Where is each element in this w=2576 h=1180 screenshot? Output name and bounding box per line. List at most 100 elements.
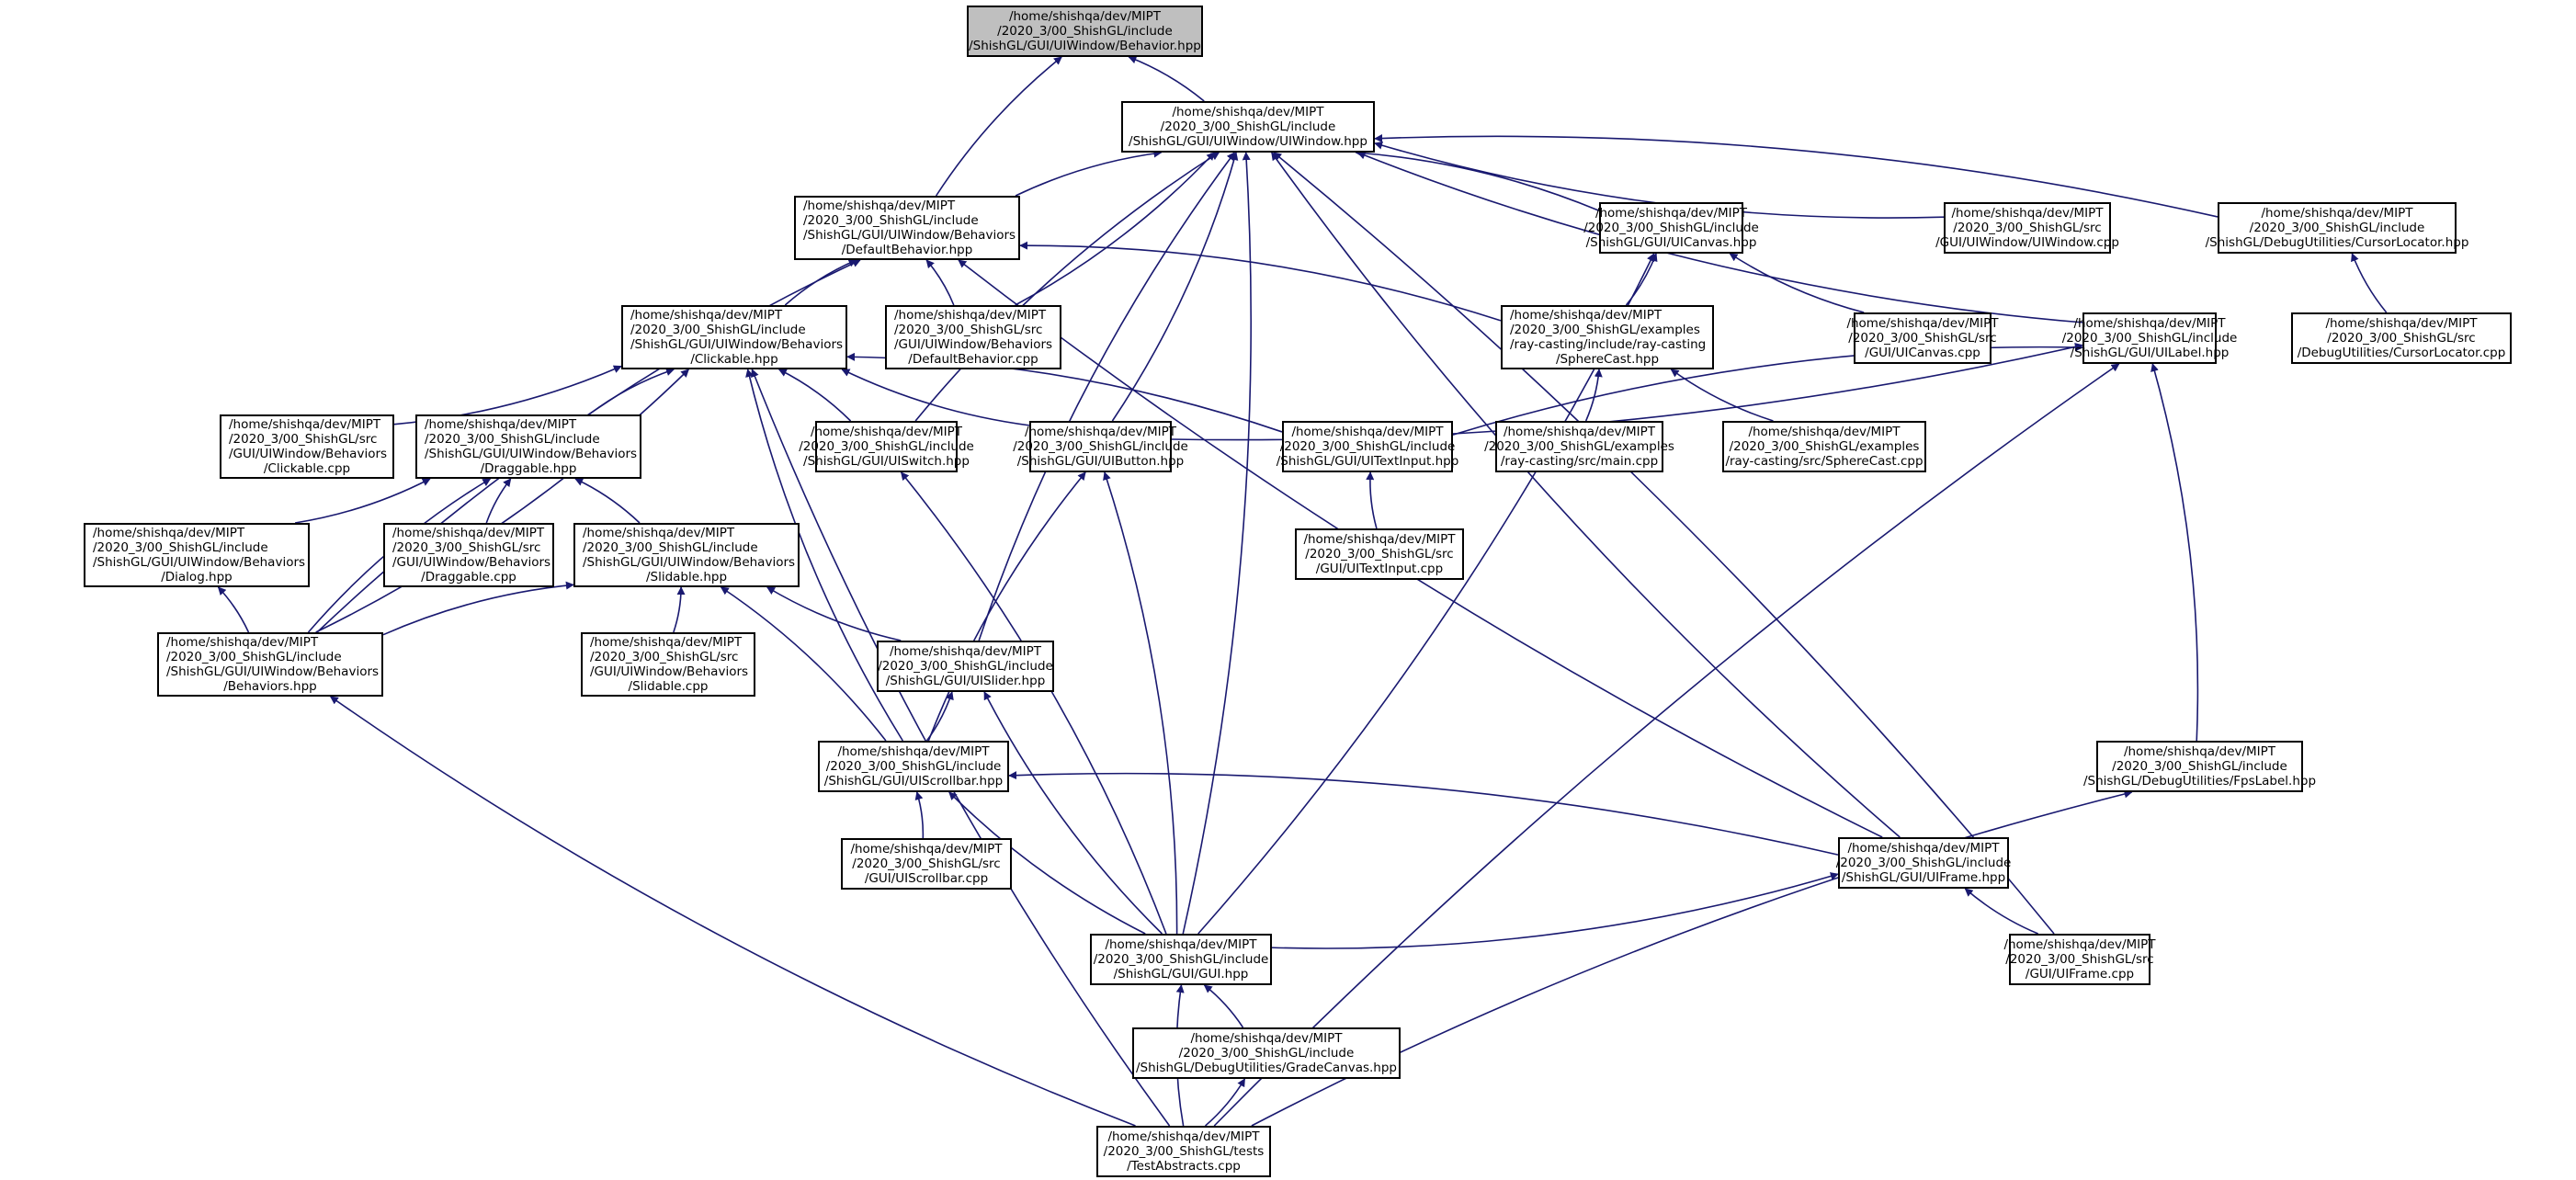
graph-node-uiscrollbar-hpp[interactable]: /home/shishqa/dev/MIPT/2020_3/00_ShishGL…: [818, 741, 1009, 792]
node-label-line: /SphereCast.hpp: [1555, 352, 1660, 367]
graph-node-gui-hpp[interactable]: /home/shishqa/dev/MIPT/2020_3/00_ShishGL…: [1090, 934, 1272, 985]
edge-slidable-cpp-to-slidable-hpp: [673, 586, 686, 633]
graph-node-behaviors-hpp[interactable]: /home/shishqa/dev/MIPT/2020_3/00_ShishGL…: [157, 632, 383, 697]
edge-defaultbehavior-hpp-to-uiwindow-hpp: [1015, 149, 1163, 197]
edge-uiscrollbar-hpp-to-slidable-hpp: [720, 586, 887, 742]
node-label-line: /home/shishqa/dev/MIPT: [803, 199, 956, 213]
graph-node-uitextinput-cpp[interactable]: /home/shishqa/dev/MIPT/2020_3/00_ShishGL…: [1295, 528, 1464, 580]
edge-testabstracts-cpp-to-behaviors-hpp: [329, 696, 1136, 1127]
node-label-line: /2020_3/00_ShishGL/include: [825, 759, 1002, 774]
node-label-line: /home/shishqa/dev/MIPT: [810, 425, 963, 439]
node-label-line: /ShishGL/GUI/UISlider.hpp: [885, 674, 1046, 688]
graph-node-uiswitch-hpp[interactable]: /home/shishqa/dev/MIPT/2020_3/00_ShishGL…: [799, 421, 974, 472]
graph-node-uibutton-hpp[interactable]: /home/shishqa/dev/MIPT/2020_3/00_ShishGL…: [1013, 421, 1188, 472]
node-label-line: /home/shishqa/dev/MIPT: [1748, 425, 1901, 439]
node-label-line: /2020_3/00_ShishGL/include: [2112, 759, 2287, 774]
node-label-line: /home/shishqa/dev/MIPT: [1951, 206, 2104, 221]
node-label-line: /2020_3/00_ShishGL/include: [583, 540, 758, 555]
graph-node-spherecast-cpp[interactable]: /home/shishqa/dev/MIPT/2020_3/00_ShishGL…: [1722, 421, 1926, 472]
node-label-line: /home/shishqa/dev/MIPT: [1503, 425, 1656, 439]
edge-cursorlocator-cpp-to-cursorlocator-hpp: [2351, 253, 2388, 313]
node-label-line: /ray-casting/src/main.cpp: [1500, 454, 1659, 469]
graph-node-draggable-hpp[interactable]: /home/shishqa/dev/MIPT/2020_3/00_ShishGL…: [415, 414, 641, 479]
node-label-line: /home/shishqa/dev/MIPT: [166, 635, 319, 650]
node-label-line: /GUI/UIScrollbar.cpp: [864, 871, 989, 886]
graph-node-slidable-hpp[interactable]: /home/shishqa/dev/MIPT/2020_3/00_ShishGL…: [573, 523, 800, 587]
node-label-line: /ShishGL/DebugUtilities/FpsLabel.hpp: [2082, 774, 2317, 789]
node-label-line: /2020_3/00_ShishGL/include: [1013, 439, 1188, 454]
node-label-line: /ray-casting/include/ray-casting: [1510, 337, 1707, 352]
node-label-line: /2020_3/00_ShishGL/examples: [1510, 323, 1700, 337]
graph-node-gradecanvas-hpp[interactable]: /home/shishqa/dev/MIPT/2020_3/00_ShishGL…: [1132, 1027, 1401, 1079]
graph-node-uiframe-hpp[interactable]: /home/shishqa/dev/MIPT/2020_3/00_ShishGL…: [1836, 837, 2011, 889]
node-label-line: /ShishGL/GUI/UIWindow/Behaviors: [166, 664, 380, 679]
node-label-line: /DefaultBehavior.hpp: [841, 243, 973, 257]
graph-node-draggable-cpp[interactable]: /home/shishqa/dev/MIPT/2020_3/00_ShishGL…: [383, 523, 554, 587]
node-label-line: /DebugUtilities/CursorLocator.cpp: [2297, 346, 2506, 360]
graph-node-defaultbehavior-hpp[interactable]: /home/shishqa/dev/MIPT/2020_3/00_ShishGL…: [794, 196, 1020, 260]
graph-node-uilabel-hpp[interactable]: /home/shishqa/dev/MIPT/2020_3/00_ShishGL…: [2062, 312, 2237, 364]
graph-node-spherecast-hpp[interactable]: /home/shishqa/dev/MIPT/2020_3/00_ShishGL…: [1501, 305, 1714, 369]
edge-draggable-cpp-to-draggable-hpp: [485, 478, 512, 524]
node-label-line: /2020_3/00_ShishGL/include: [166, 650, 342, 664]
edge-slidable-hpp-to-draggable-hpp: [574, 478, 641, 524]
node-label-line: /2020_3/00_ShishGL/src: [2005, 952, 2154, 967]
graph-node-behavior[interactable]: /home/shishqa/dev/MIPT/2020_3/00_ShishGL…: [967, 6, 1203, 57]
node-label-line: /ShishGL/DebugUtilities/CursorLocator.hp…: [2205, 235, 2469, 250]
node-label-line: /2020_3/00_ShishGL/include: [1093, 952, 1269, 967]
node-label-line: /2020_3/00_ShishGL/src: [2327, 331, 2476, 346]
graph-node-cursorlocator-cpp[interactable]: /home/shishqa/dev/MIPT/2020_3/00_ShishGL…: [2291, 312, 2512, 364]
graph-node-cursorlocator-hpp[interactable]: /home/shishqa/dev/MIPT/2020_3/00_ShishGL…: [2206, 202, 2468, 254]
graph-node-main-cpp[interactable]: /home/shishqa/dev/MIPT/2020_3/00_ShishGL…: [1484, 421, 1674, 472]
graph-node-uiwindow-cpp[interactable]: /home/shishqa/dev/MIPT/2020_3/00_ShishGL…: [1935, 202, 2119, 254]
node-label-line: /2020_3/00_ShishGL/include: [803, 213, 979, 228]
graph-node-uicanvas-cpp[interactable]: /home/shishqa/dev/MIPT/2020_3/00_ShishGL…: [1846, 312, 1999, 364]
edge-uiscrollbar-hpp-to-uibutton-hpp: [927, 471, 1086, 742]
node-label-line: /2020_3/00_ShishGL/src: [590, 650, 739, 664]
node-label-line: /GUI/UIWindow/UIWindow.cpp: [1935, 235, 2119, 250]
edge-gui-hpp-to-uislider-hpp: [983, 691, 1163, 935]
node-label-line: /home/shishqa/dev/MIPT: [590, 635, 743, 650]
node-label-line: /ShishGL/GUI/UIWindow/Behaviors: [93, 555, 306, 570]
graph-node-uicanvas-hpp[interactable]: /home/shishqa/dev/MIPT/2020_3/00_ShishGL…: [1583, 202, 1759, 254]
node-label-line: /home/shishqa/dev/MIPT: [1847, 841, 2000, 856]
node-label-line: /GUI/UIWindow/Behaviors: [229, 447, 388, 461]
node-label-line: /2020_3/00_ShishGL/include: [1160, 119, 1336, 134]
graph-node-uitextinput-hpp[interactable]: /home/shishqa/dev/MIPT/2020_3/00_ShishGL…: [1277, 421, 1458, 472]
node-label-line: /home/shishqa/dev/MIPT: [850, 842, 1003, 857]
node-label-line: /2020_3/00_ShishGL/tests: [1103, 1144, 1265, 1159]
edge-uiscrollbar-cpp-to-uiscrollbar-hpp: [914, 791, 925, 839]
graph-node-fpslabel-hpp[interactable]: /home/shishqa/dev/MIPT/2020_3/00_ShishGL…: [2083, 741, 2316, 792]
node-label-line: /ShishGL/GUI/UIWindow/Behavior.hpp: [969, 39, 1201, 53]
graph-node-clickable-hpp[interactable]: /home/shishqa/dev/MIPT/2020_3/00_ShishGL…: [621, 305, 847, 369]
node-label-line: /home/shishqa/dev/MIPT: [1846, 316, 1999, 331]
node-label-line: /GUI/UICanvas.cpp: [1865, 346, 1980, 360]
graph-node-uiframe-cpp[interactable]: /home/shishqa/dev/MIPT/2020_3/00_ShishGL…: [2003, 934, 2156, 985]
node-label-line: /2020_3/00_ShishGL/include: [1178, 1046, 1355, 1061]
node-label-line: /Dialog.hpp: [161, 570, 233, 584]
edge-uicanvas-hpp-to-uiwindow-hpp: [1355, 149, 1600, 211]
edge-uiframe-cpp-to-uiframe-hpp: [1964, 888, 2038, 935]
graph-node-uislider-hpp[interactable]: /home/shishqa/dev/MIPT/2020_3/00_ShishGL…: [877, 641, 1054, 692]
node-label-line: /home/shishqa/dev/MIPT: [1172, 105, 1324, 119]
node-label-line: /ShishGL/GUI/UITextInput.hpp: [1276, 454, 1459, 469]
edge-uislider-hpp-to-uiwindow-hpp: [978, 152, 1235, 641]
graph-node-defaultbehavior-cpp[interactable]: /home/shishqa/dev/MIPT/2020_3/00_ShishGL…: [885, 305, 1061, 369]
edge-uiswitch-hpp-to-uiwindow-hpp: [914, 152, 1220, 422]
graph-node-uiscrollbar-cpp[interactable]: /home/shishqa/dev/MIPT/2020_3/00_ShishGL…: [841, 838, 1012, 890]
node-label-line: /2020_3/00_ShishGL/src: [894, 323, 1043, 337]
node-label-line: /2020_3/00_ShishGL/include: [93, 540, 268, 555]
graph-node-testabstracts-cpp[interactable]: /home/shishqa/dev/MIPT/2020_3/00_ShishGL…: [1096, 1126, 1271, 1177]
edge-defaultbehavior-cpp-to-uiwindow-hpp: [1015, 152, 1216, 306]
edge-testabstracts-cpp-to-gradecanvas-hpp: [1205, 1078, 1246, 1127]
node-label-line: /home/shishqa/dev/MIPT: [1008, 9, 1162, 24]
edge-behaviors-hpp-to-clickable-hpp: [315, 369, 689, 633]
node-label-line: /Draggable.cpp: [421, 570, 516, 584]
graph-node-clickable-cpp[interactable]: /home/shishqa/dev/MIPT/2020_3/00_ShishGL…: [220, 414, 394, 479]
node-label-line: /home/shishqa/dev/MIPT: [2123, 744, 2276, 759]
graph-node-uiwindow-hpp[interactable]: /home/shishqa/dev/MIPT/2020_3/00_ShishGL…: [1121, 101, 1375, 153]
graph-node-dialog-hpp[interactable]: /home/shishqa/dev/MIPT/2020_3/00_ShishGL…: [84, 523, 310, 587]
edge-gui-hpp-to-uiscrollbar-hpp: [948, 791, 1146, 935]
node-label-line: /Draggable.hpp: [480, 461, 577, 476]
graph-node-slidable-cpp[interactable]: /home/shishqa/dev/MIPT/2020_3/00_ShishGL…: [581, 632, 755, 697]
